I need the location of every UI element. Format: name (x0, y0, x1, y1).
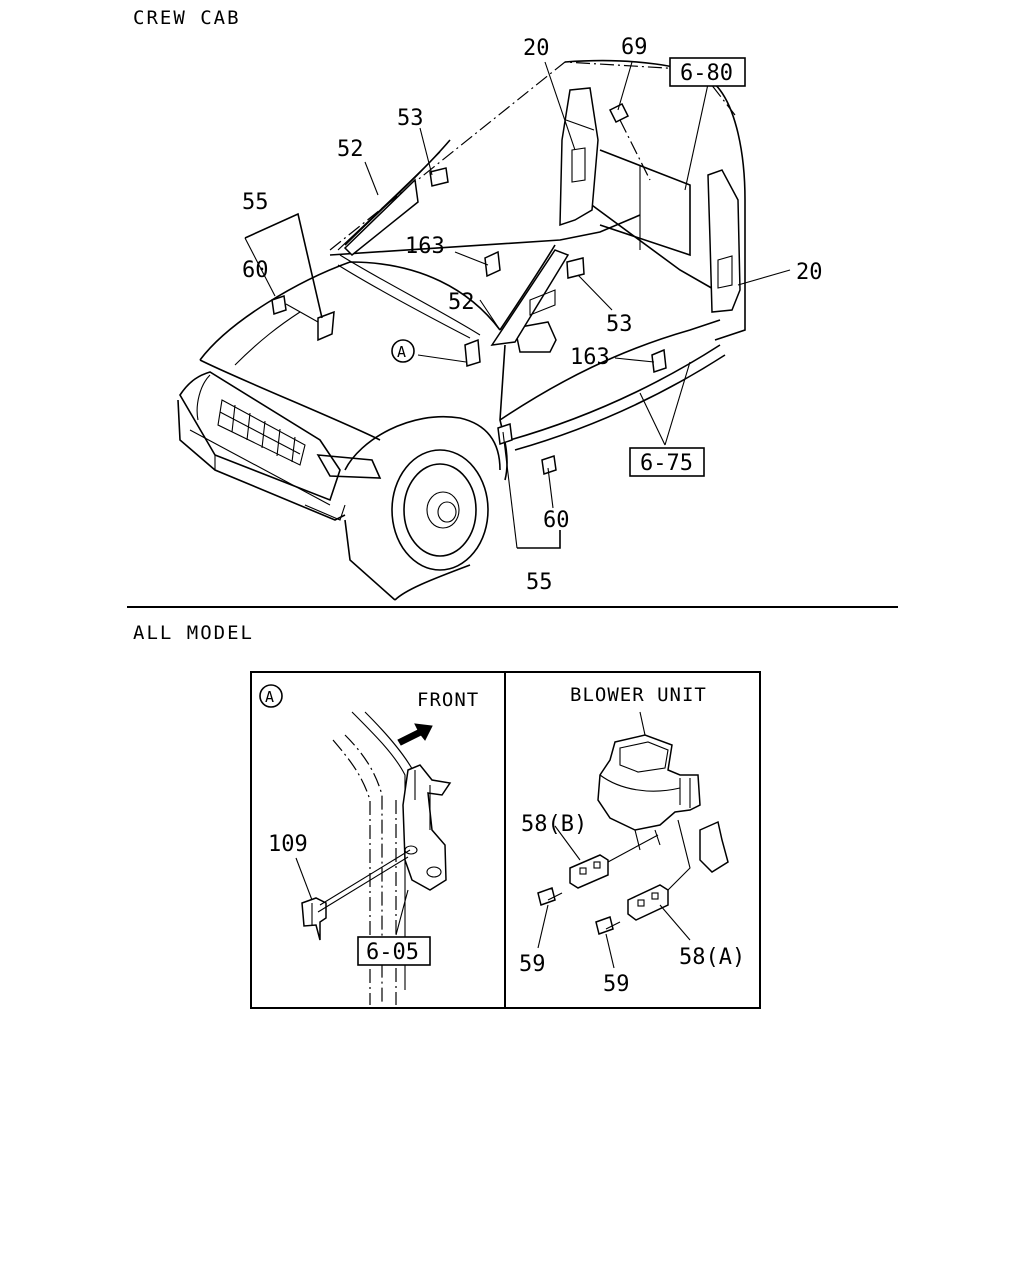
part-20-left (559, 87, 599, 227)
callout-58b: 58(B) (521, 812, 587, 837)
callout-60-bottom: 60 (543, 508, 570, 533)
callout-58a: 58(A) (679, 945, 745, 970)
section-title-all-model: ALL MODEL (133, 622, 254, 644)
callout-52-mid: 52 (448, 290, 475, 315)
detail-a-panel: A FRONT (259, 684, 479, 1005)
part-a-bracket (464, 338, 481, 367)
ref-6-75: 6-75 (640, 451, 693, 476)
part-69 (608, 102, 630, 124)
callout-20-right: 20 (796, 260, 823, 285)
detail-blower-panel: BLOWER UNIT (537, 684, 729, 969)
part-55-bottom (497, 422, 513, 446)
part-20-right (707, 169, 741, 313)
leader-lines-top (244, 61, 791, 549)
front-label: FRONT (417, 689, 479, 711)
vehicle-body-drawing (177, 59, 746, 601)
callout-59-right: 59 (603, 972, 630, 997)
circle-marker-a-label: A (397, 343, 406, 361)
front-arrow-icon (397, 723, 433, 746)
detail-a-marker-label: A (265, 688, 274, 706)
ref-6-05: 6-05 (366, 940, 419, 965)
part-58a (627, 884, 669, 921)
ref-6-80: 6-80 (680, 61, 733, 86)
callout-55-bottom: 55 (526, 570, 553, 595)
callout-60-left: 60 (242, 258, 269, 283)
callout-53-top: 53 (397, 106, 424, 131)
callout-163-right: 163 (570, 345, 610, 370)
callout-53-right: 53 (606, 312, 633, 337)
part-163-right (651, 348, 667, 374)
blower-unit (597, 734, 701, 831)
part-109 (301, 897, 327, 941)
section-title-crew-cab: CREW CAB (133, 7, 241, 29)
part-163-left (484, 250, 501, 278)
callout-55-top: 55 (242, 190, 269, 215)
mounting-tab (699, 820, 729, 873)
part-52-top (343, 178, 419, 257)
callout-20-left: 20 (523, 36, 550, 61)
ref-box-6-05 (357, 936, 431, 966)
part-60-left (271, 295, 287, 315)
blower-unit-title: BLOWER UNIT (570, 684, 707, 706)
part-55-top (317, 310, 335, 342)
part-60-bottom (541, 455, 557, 475)
ref-box-6-80 (669, 57, 746, 87)
part-58b (569, 854, 609, 889)
callout-69: 69 (621, 35, 648, 60)
callout-52-top: 52 (337, 137, 364, 162)
trim-parts (271, 87, 741, 475)
part-59-right (595, 916, 614, 935)
part-52-mid (490, 249, 570, 346)
part-53-top (429, 167, 449, 187)
detail-a-marker (259, 684, 283, 708)
callout-163-left: 163 (405, 234, 445, 259)
callout-59-left: 59 (519, 952, 546, 977)
ref-box-6-75 (629, 447, 705, 477)
detail-a-bracket (402, 764, 452, 891)
circle-marker-a (391, 339, 415, 363)
callout-109: 109 (268, 832, 308, 857)
part-53-right (566, 257, 585, 279)
part-59-left (537, 887, 556, 906)
